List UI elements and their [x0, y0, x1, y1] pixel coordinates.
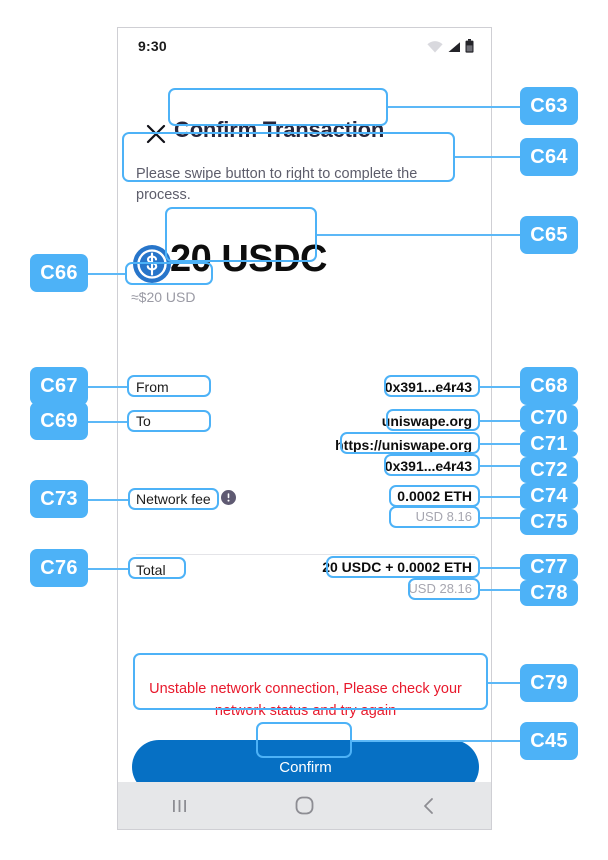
tag-c78: C78	[520, 580, 578, 606]
home-icon[interactable]	[274, 782, 334, 829]
network-fee-value: 0.0002 ETH	[397, 488, 472, 504]
amount-usd-value: ≈$20 USD	[131, 289, 196, 305]
to-value-name: uniswape.org	[381, 413, 472, 429]
page-subtitle: Please swipe button to right to complete…	[136, 166, 418, 203]
back-icon[interactable]	[399, 782, 459, 829]
confirm-button-label: Confirm	[279, 758, 332, 776]
tag-c64: C64	[520, 138, 578, 176]
divider	[136, 554, 475, 555]
total-label: Total	[136, 562, 166, 578]
tag-c76: C76	[30, 549, 88, 587]
total-usd-value: USD 28.16	[408, 581, 472, 596]
tag-c63: C63	[520, 87, 578, 125]
info-icon[interactable]	[221, 490, 236, 505]
close-icon[interactable]	[143, 121, 169, 147]
connector-c79	[488, 682, 520, 684]
tag-c70: C70	[520, 405, 578, 431]
network-fee-usd-value: USD 8.16	[415, 509, 472, 524]
recents-icon[interactable]	[150, 782, 210, 829]
tag-c69: C69	[30, 402, 88, 440]
from-label: From	[136, 379, 169, 395]
tag-c74: C74	[520, 483, 578, 509]
tag-c66: C66	[30, 254, 88, 292]
tag-c75: C75	[520, 509, 578, 535]
to-value-url: https://uniswape.org	[335, 437, 472, 453]
status-bar-clock: 9:30	[138, 38, 167, 54]
page-title: Confirm Transaction	[174, 117, 385, 142]
usdc-icon	[130, 242, 174, 286]
amount-value: 20 USDC	[170, 238, 328, 280]
tag-c77: C77	[520, 554, 578, 580]
status-bar-icons	[427, 39, 474, 58]
error-message: Unstable network connection, Please chec…	[149, 681, 462, 719]
from-value: 0x391...e4r43	[384, 379, 472, 395]
tag-c65: C65	[520, 216, 578, 254]
tag-c73: C73	[30, 480, 88, 518]
wifi-icon	[427, 40, 443, 58]
tag-c72: C72	[520, 457, 578, 483]
battery-icon	[465, 39, 474, 58]
tag-c68: C68	[520, 367, 578, 405]
android-nav-bar	[118, 782, 491, 829]
to-value-address: 0x391...e4r43	[384, 458, 472, 474]
status-bar: 9:30	[118, 28, 491, 66]
to-label: To	[136, 413, 151, 429]
tag-c45: C45	[520, 722, 578, 760]
total-value: 20 USDC + 0.0002 ETH	[322, 559, 472, 575]
tag-c71: C71	[520, 431, 578, 457]
tag-c79: C79	[520, 664, 578, 702]
network-fee-label: Network fee	[136, 491, 211, 507]
signal-icon	[447, 40, 461, 58]
tag-c67: C67	[30, 367, 88, 405]
phone-frame: 9:30 Confirm Transaction Please swipe bu…	[117, 27, 492, 830]
